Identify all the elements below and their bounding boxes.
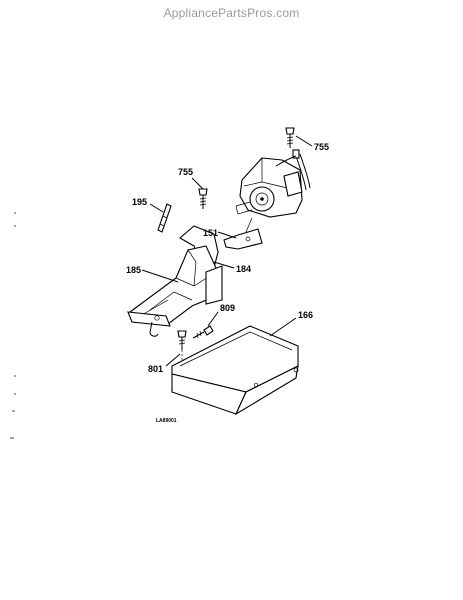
- callout-755-right: 755: [314, 142, 329, 152]
- rod-195: [157, 203, 172, 233]
- callout-195: 195: [132, 197, 147, 207]
- watermark: AppliancePartsPros.com: [163, 6, 300, 20]
- callout-184: 184: [236, 264, 251, 274]
- callout-166: 166: [298, 310, 313, 320]
- edge-marks: [10, 212, 16, 439]
- callout-755-left: 755: [178, 167, 193, 177]
- callout-809: 809: [220, 303, 235, 313]
- drawing-code: LA89001: [156, 418, 177, 424]
- tray-166: [171, 325, 299, 416]
- screw-755-right: [285, 127, 295, 148]
- motor-assembly: [223, 149, 311, 250]
- callout-801: 801: [148, 364, 163, 374]
- screw-801: [177, 330, 187, 366]
- callout-185: 185: [126, 265, 141, 275]
- callout-151: 151: [203, 228, 218, 238]
- screw-755-left: [198, 188, 208, 209]
- leader-lines: [141, 135, 313, 367]
- chute-assembly: [127, 225, 223, 337]
- screw-809: [192, 325, 214, 339]
